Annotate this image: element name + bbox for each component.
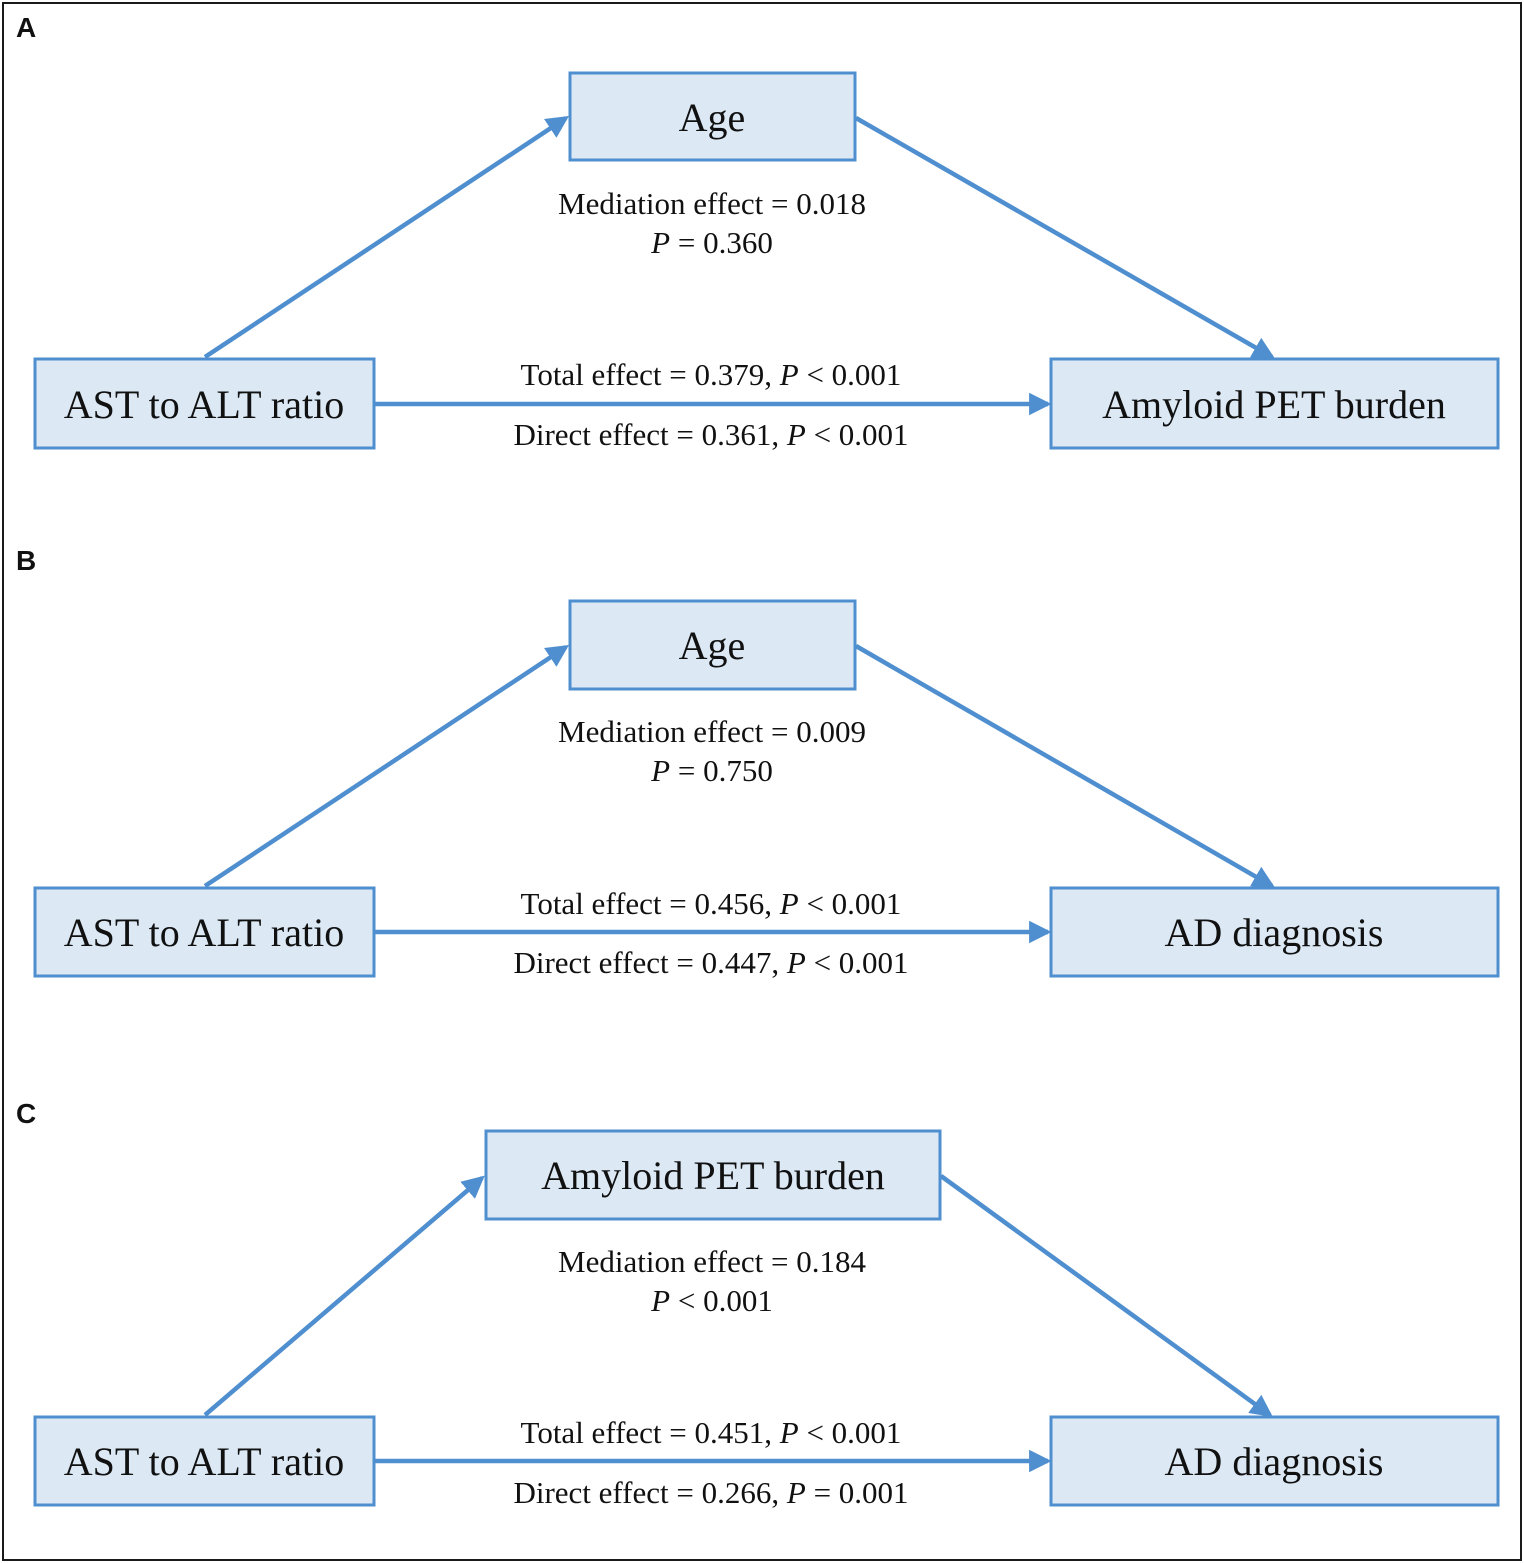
mediation-effect-c: Mediation effect = 0.184 [558, 1244, 866, 1279]
total-effect-c: Total effect = 0.451, P < 0.001 [521, 1415, 902, 1450]
arrow-mediator-to-outcome-a [854, 116, 1276, 359]
panel-b: B Age AST to ALT ratio AD diagnosis Medi… [16, 545, 1500, 980]
mediator-label-b: Age [679, 623, 746, 668]
mediation-effect-a: Mediation effect = 0.018 [558, 186, 866, 221]
mediation-p-c: P < 0.001 [650, 1283, 773, 1318]
total-effect-a: Total effect = 0.379, P < 0.001 [521, 357, 902, 392]
predictor-label-b: AST to ALT ratio [64, 910, 344, 955]
direct-effect-a: Direct effect = 0.361, P < 0.001 [513, 417, 908, 452]
arrow-predictor-to-mediator-a [203, 116, 570, 359]
panel-label-a: A [16, 12, 36, 43]
direct-effect-b: Direct effect = 0.447, P < 0.001 [513, 945, 908, 980]
outcome-box-b [1049, 886, 1500, 978]
mediation-p-b: P = 0.750 [650, 753, 773, 788]
arrow-predictor-to-mediator-b [203, 645, 570, 888]
mediator-label-c: Amyloid PET burden [541, 1153, 885, 1198]
panel-label-b: B [16, 545, 36, 576]
outcome-label-a: Amyloid PET burden [1102, 382, 1446, 427]
panel-label-c: C [16, 1098, 36, 1129]
outcome-box-c [1049, 1415, 1500, 1507]
mediator-box-a [568, 71, 857, 162]
mediator-label-a: Age [679, 95, 746, 140]
direct-effect-c: Direct effect = 0.266, P = 0.001 [513, 1475, 908, 1510]
predictor-box-a [33, 357, 376, 450]
total-effect-b: Total effect = 0.456, P < 0.001 [521, 886, 902, 921]
arrow-predictor-to-mediator-c [203, 1175, 485, 1417]
panel-a: A Age AST to ALT ratio Amyloid PET burde… [16, 12, 1500, 452]
panel-c: C Amyloid PET burden AST to ALT ratio AD… [16, 1098, 1500, 1510]
mediator-box-b [568, 599, 857, 691]
outcome-label-c: AD diagnosis [1165, 1439, 1384, 1484]
predictor-box-b [33, 886, 376, 978]
arrow-mediator-to-outcome-c [939, 1174, 1273, 1418]
arrow-mediator-to-outcome-b [854, 644, 1276, 888]
predictor-label-a: AST to ALT ratio [64, 382, 344, 427]
mediator-box-c [484, 1129, 942, 1221]
predictor-box-c [33, 1415, 376, 1507]
outcome-box-a [1049, 357, 1500, 450]
mediation-p-a: P = 0.360 [650, 225, 773, 260]
outcome-label-b: AD diagnosis [1165, 910, 1384, 955]
mediation-effect-b: Mediation effect = 0.009 [558, 714, 866, 749]
predictor-label-c: AST to ALT ratio [64, 1439, 344, 1484]
